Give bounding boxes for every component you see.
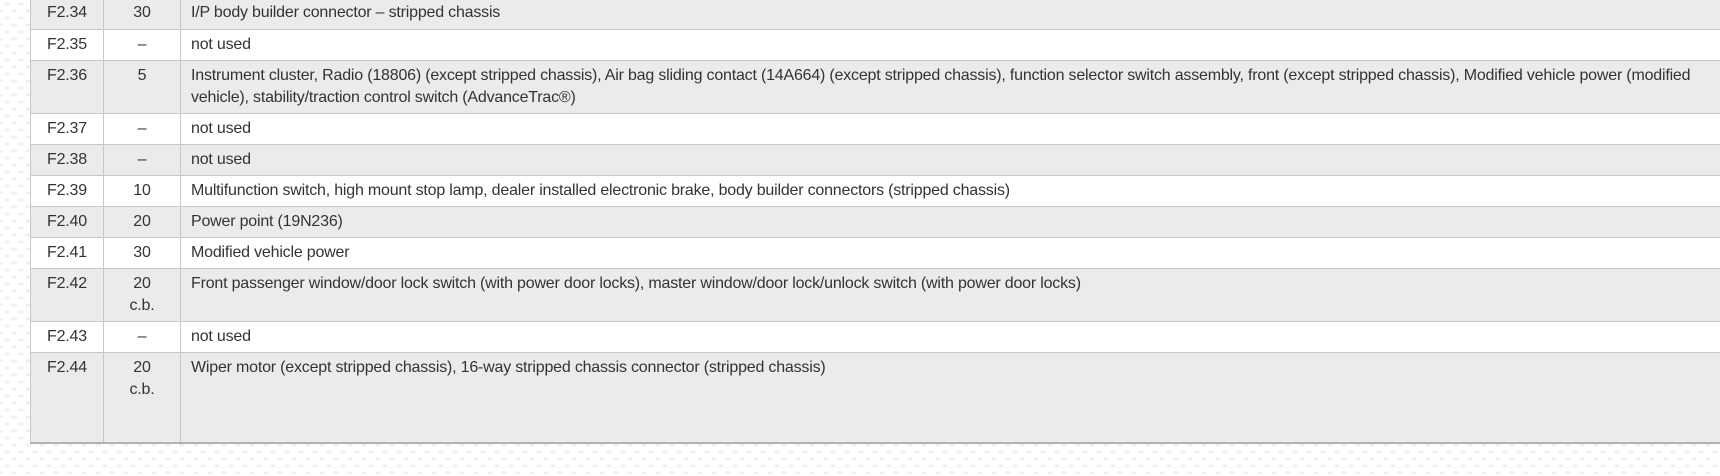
- desc-cell: not used: [180, 144, 1720, 176]
- fuse-cell: F2.39: [30, 175, 104, 207]
- amp-cell: –: [103, 144, 181, 176]
- desc-cell: Instrument cluster, Radio (18806) (excep…: [180, 60, 1720, 114]
- fuse-cell: F2.43: [30, 321, 104, 353]
- desc-cell: Multifunction switch, high mount stop la…: [180, 175, 1720, 207]
- desc-cell: not used: [180, 29, 1720, 61]
- amp-cell: 30: [103, 237, 181, 269]
- fuse-cell: F2.36: [30, 60, 104, 114]
- desc-cell: not used: [180, 113, 1720, 145]
- table-row: F2.38–not used: [30, 144, 1720, 176]
- table-row: F2.35–not used: [30, 29, 1720, 61]
- amp-cell: 30: [103, 0, 181, 30]
- fuse-cell: F2.37: [30, 113, 104, 145]
- amp-cell: –: [103, 29, 181, 61]
- amp-cell: –: [103, 321, 181, 353]
- fuse-cell: F2.35: [30, 29, 104, 61]
- table-row: F2.43–not used: [30, 321, 1720, 353]
- fuse-cell: F2.42: [30, 268, 104, 322]
- table-row: F2.37–not used: [30, 113, 1720, 145]
- amp-cell: 10: [103, 175, 181, 207]
- amp-cell: –: [103, 113, 181, 145]
- desc-cell: Front passenger window/door lock switch …: [180, 268, 1720, 322]
- desc-cell: not used: [180, 321, 1720, 353]
- fuse-cell: F2.34: [30, 0, 104, 30]
- desc-cell: Power point (19N236): [180, 206, 1720, 238]
- desc-cell: Wiper motor (except stripped chassis), 1…: [180, 352, 1720, 443]
- amp-cell: 20: [103, 206, 181, 238]
- fuse-cell: F2.44: [30, 352, 104, 443]
- desc-cell: Modified vehicle power: [180, 237, 1720, 269]
- desc-cell: I/P body builder connector – stripped ch…: [180, 0, 1720, 30]
- amp-cell: 5: [103, 60, 181, 114]
- fuse-cell: F2.38: [30, 144, 104, 176]
- fuse-cell: F2.41: [30, 237, 104, 269]
- fuse-cell: F2.40: [30, 206, 104, 238]
- amp-cell: 20 c.b.: [103, 268, 181, 322]
- amp-cell: 20 c.b.: [103, 352, 181, 443]
